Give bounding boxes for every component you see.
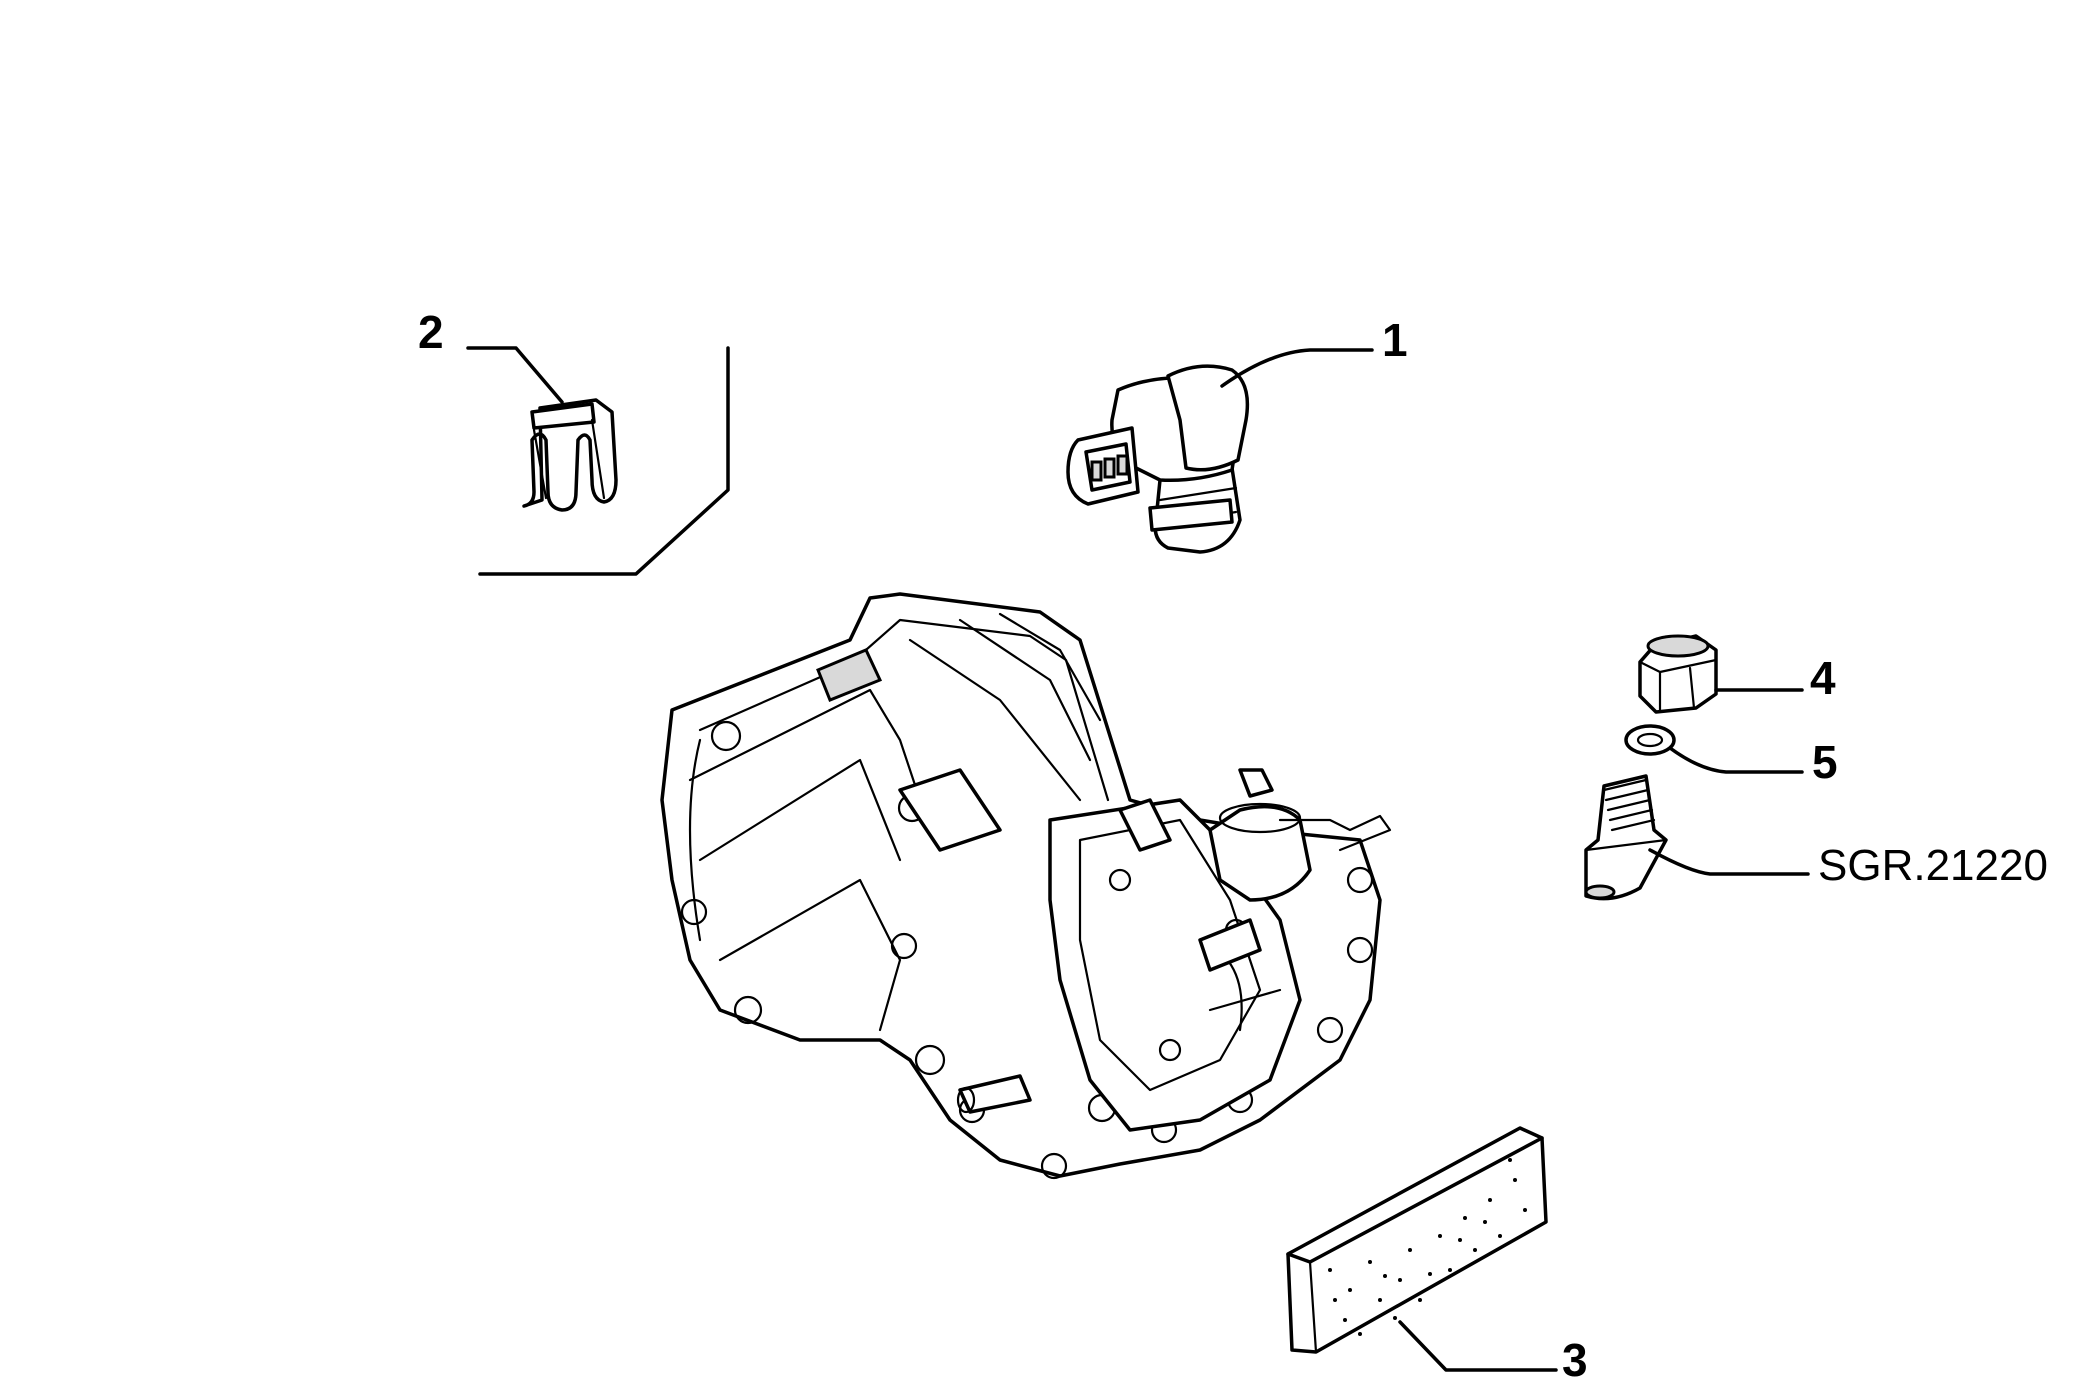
callout-5-label: 5 (1812, 736, 1838, 788)
part-1-sensor (1066, 364, 1250, 554)
callout-tool-label: SGR.21220 (1818, 841, 2048, 890)
callout-2-label: 2 (418, 306, 444, 358)
callout-1-label: 1 (1382, 314, 1408, 366)
callout-4: 4 (1714, 652, 1836, 704)
part-4-nut (1638, 634, 1718, 714)
part-3-pad (1286, 1126, 1548, 1354)
tool-sgr-21220 (1584, 774, 1668, 901)
callout-1: 1 (1220, 314, 1408, 388)
callout-3: 3 (1398, 1320, 1588, 1377)
callout-3-label: 3 (1562, 1334, 1588, 1377)
part-2-clip (478, 346, 730, 576)
callout-2: 2 (418, 306, 564, 404)
callout-tool: SGR.21220 (1648, 841, 2048, 890)
callout-5: 5 (1668, 736, 1838, 788)
part-5-washer (1624, 724, 1676, 756)
callout-4-label: 4 (1810, 652, 1836, 704)
gearbox-assembly (660, 592, 1392, 1180)
